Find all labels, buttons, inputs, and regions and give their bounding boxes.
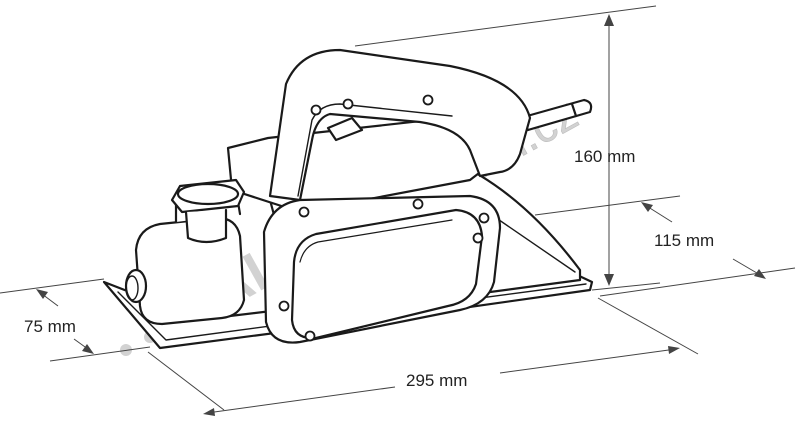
screw-icon	[342, 98, 354, 110]
arrow-75-bottom	[82, 344, 94, 354]
extension-line-top	[354, 5, 657, 47]
side-cover-inner	[290, 208, 484, 340]
arrow-160-bottom	[604, 274, 614, 286]
depth-knob-shaft	[184, 208, 228, 244]
arrow-295-left	[203, 408, 215, 416]
extension-line-base-right	[599, 267, 796, 297]
front-housing	[134, 216, 246, 326]
label-width: 75 mm	[24, 317, 76, 336]
extension-line-length-right	[597, 297, 699, 355]
trigger-switch	[326, 116, 364, 142]
arrow-115-bottom	[754, 269, 766, 279]
screw-icon	[478, 212, 490, 224]
screw-icon	[422, 94, 434, 106]
arrowheads	[36, 14, 766, 416]
extension-line-length-left	[147, 351, 225, 411]
dimension-lines	[0, 5, 796, 414]
extension-line-115-top	[534, 195, 681, 216]
extension-line-bottom	[591, 282, 661, 291]
arrow-115-top	[641, 202, 653, 212]
screws	[278, 94, 490, 342]
label-length: 295 mm	[406, 371, 467, 390]
rear-handle-grip-line	[570, 102, 578, 118]
planer-body	[102, 48, 594, 350]
screw-icon	[472, 232, 484, 244]
side-cover-highlight	[299, 219, 453, 263]
dimension-line-295-right	[499, 348, 677, 374]
dimension-line-295-left	[206, 386, 396, 414]
screw-icon	[310, 104, 322, 116]
lock-screw-inner	[125, 275, 139, 301]
arrow-295-right	[668, 346, 680, 354]
arrow-160-top	[604, 14, 614, 26]
screw-icon	[304, 330, 316, 342]
main-handle	[268, 48, 532, 202]
handle-inner-edge	[297, 103, 453, 197]
depth-knob-top	[176, 182, 240, 206]
screw-icon	[278, 300, 290, 312]
screw-icon	[298, 206, 310, 218]
dimension-labels: 160 mm 115 mm 75 mm 295 mm	[24, 147, 714, 390]
label-height-total: 160 mm	[574, 147, 635, 166]
arrow-75-top	[36, 289, 48, 299]
screw-icon	[412, 198, 424, 210]
extension-line-75-top	[0, 278, 105, 294]
extension-line-75-bottom	[49, 346, 151, 362]
label-height-body: 115 mm	[654, 231, 714, 250]
